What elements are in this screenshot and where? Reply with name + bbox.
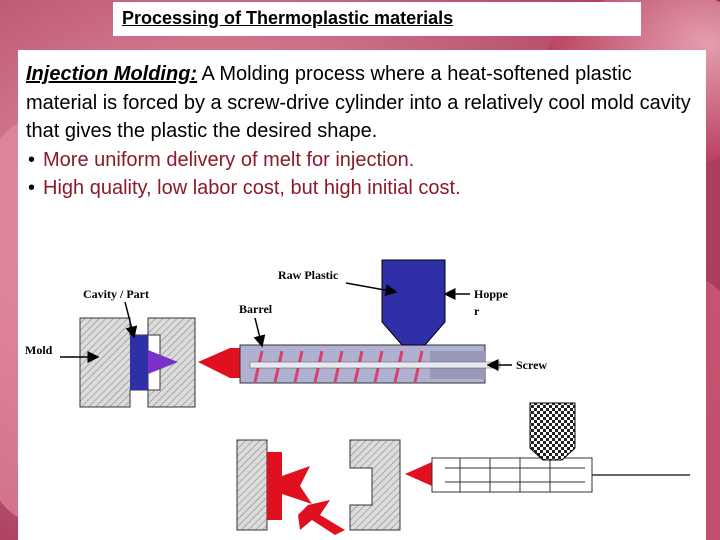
label-hopper: Hoppe: [474, 287, 509, 301]
melt-runner-ejected: [282, 466, 312, 504]
bullet-symbol: •: [28, 177, 36, 199]
label-raw-plastic: Raw Plastic: [278, 268, 339, 282]
mold-cavity-part: [130, 335, 148, 390]
bullet-text: High quality, low labor cost, but high i…: [43, 177, 461, 199]
label-hopper-cont: r: [474, 304, 480, 318]
title-box: [113, 2, 641, 36]
screw-lower-segments: [445, 458, 585, 492]
slide-title: Processing of Thermoplastic materials: [122, 8, 454, 28]
hopper: [381, 259, 446, 346]
definition-term: Injection Molding:: [26, 63, 198, 85]
nozzle-melt: [198, 348, 252, 378]
ejected-part: [298, 500, 345, 535]
mold-right-half-open: [349, 439, 401, 531]
label-barrel: Barrel: [239, 302, 273, 316]
cavity-arrow: [124, 301, 138, 339]
definition-text: A Molding process where a heat-softened …: [26, 63, 691, 142]
barrel-lower: [431, 457, 593, 493]
barrel-arrow: [253, 317, 266, 348]
bullet-symbol: •: [28, 148, 36, 171]
label-screw: Screw: [516, 358, 547, 372]
screw-shaft: [249, 361, 501, 369]
melt-sprue: [148, 350, 178, 374]
molded-part-in-mold: [267, 452, 282, 520]
bullet-item: • High quality, low labor cost, but high …: [26, 174, 706, 203]
bullet-text: More uniform delivery of melt for inject…: [43, 148, 415, 171]
label-cavity-part: Cavity / Part: [83, 287, 149, 301]
raw-plastic-arrow: [345, 282, 398, 297]
bullet-item: • More uniform delivery of melt for injec…: [26, 146, 706, 175]
body-text: Injection Molding: A Molding process whe…: [26, 60, 706, 203]
hopper-lower: [529, 402, 576, 461]
label-mold: Mold: [25, 343, 53, 357]
mold-left-half-open: [236, 439, 268, 531]
nozzle-lower: [405, 462, 432, 486]
